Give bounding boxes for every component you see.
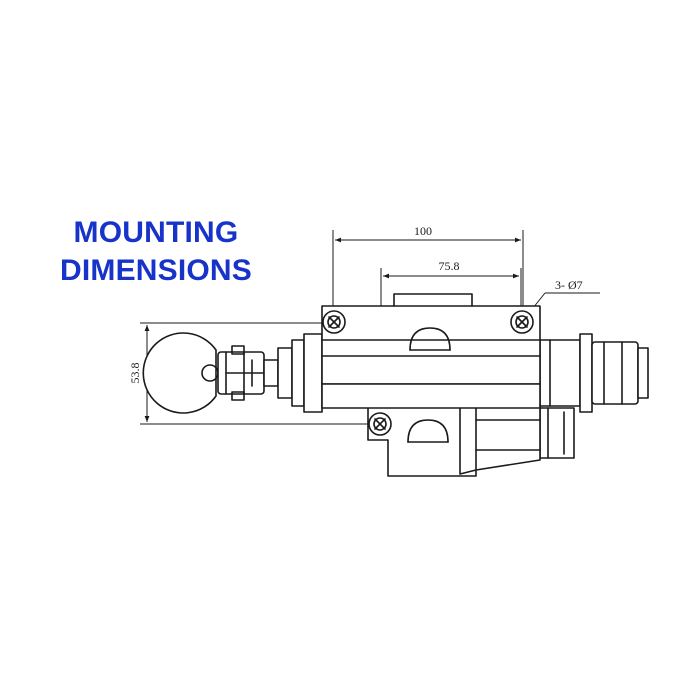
mounting-hole-bottom [368, 412, 392, 436]
dimension-100: 100 [332, 224, 524, 318]
dimension-53-8: 53.8 [128, 322, 378, 425]
title-line-2: DIMENSIONS [59, 254, 253, 287]
hole-callout-label: 3- Ø7 [555, 278, 583, 292]
mounting-hole-top-right [510, 310, 534, 334]
lever-handle [142, 332, 323, 414]
mounting-hole-top-left [322, 310, 346, 334]
spool-end-right [539, 333, 649, 459]
inlet-section-body [321, 293, 541, 409]
dimension-75-8-label: 75.8 [439, 259, 460, 273]
title-line-1: MOUNTING [73, 216, 239, 249]
mounting-dimensions-title: MOUNTING DIMENSIONS [36, 214, 276, 290]
dimension-100-label: 100 [414, 224, 432, 238]
dimension-53-8-label: 53.8 [128, 363, 142, 384]
